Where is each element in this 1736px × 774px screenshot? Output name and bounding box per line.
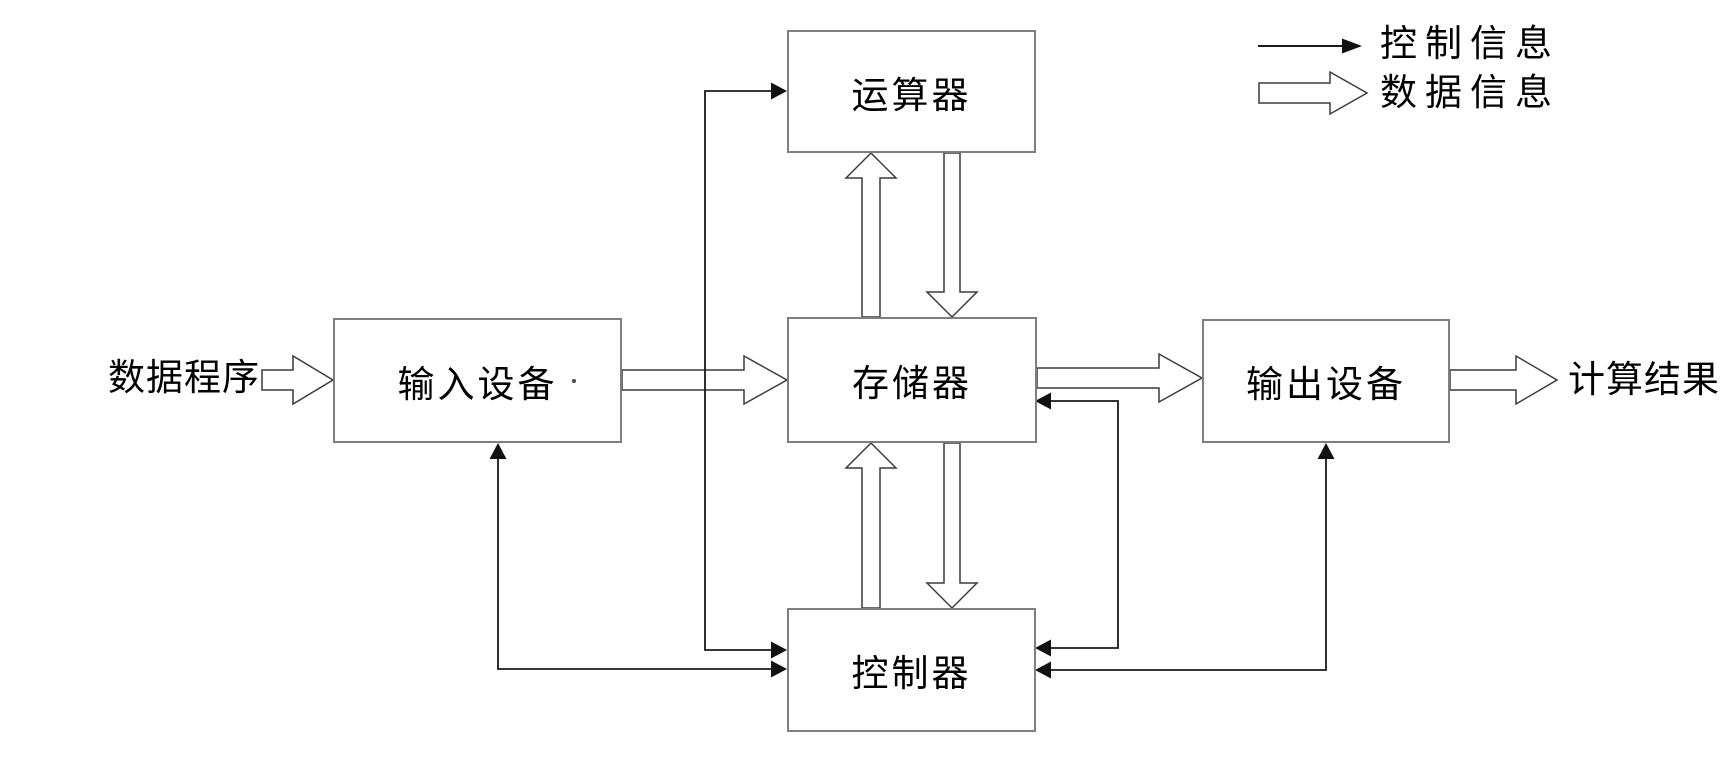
node-alu-label: 运算器 (851, 73, 972, 117)
data-arrow-memory-to-alu (844, 151, 898, 318)
control-line (704, 90, 771, 651)
data-arrow-alu-to-memory (925, 152, 979, 319)
control-arrowhead (771, 82, 787, 100)
control-line (1051, 400, 1119, 649)
node-memory-label: 存储器 (852, 362, 972, 405)
node-controller: 控制器 (787, 608, 1036, 732)
node-controller-label: 控制器 (851, 652, 972, 695)
control-arrowhead (1035, 639, 1051, 657)
stray-dot-artifact (572, 379, 576, 383)
legend-control-label: 控制信息 (1380, 22, 1560, 65)
control-arrowhead (771, 641, 787, 659)
control-arrowhead (1035, 661, 1051, 679)
data-arrow-output-to-result (1449, 354, 1559, 406)
control-line (1051, 459, 1327, 671)
legend-data-label: 数据信息 (1380, 71, 1560, 114)
control-arrowhead (1317, 443, 1335, 459)
data-arrow-controller-to-memory (844, 441, 898, 609)
data-arrow-program-to-input (261, 354, 335, 406)
result-label: 计算结果 (1568, 358, 1720, 401)
node-input-device: 输入设备 (333, 318, 622, 443)
thin-arrow-icon (1258, 38, 1362, 54)
control-line (497, 459, 771, 670)
control-arrowhead (489, 443, 507, 459)
hollow-arrow-icon (1258, 70, 1369, 116)
node-memory: 存储器 (787, 317, 1037, 443)
control-arrowhead (1035, 392, 1051, 410)
data-arrow-memory-to-controller (925, 442, 979, 610)
node-output-device: 输出设备 (1202, 319, 1450, 443)
data-arrow-memory-to-output (1036, 352, 1204, 404)
control-link-controller-alu (704, 82, 787, 659)
control-link-controller-memory (1035, 392, 1119, 657)
node-alu: 运算器 (787, 30, 1036, 153)
control-link-controller-input (489, 443, 787, 678)
node-output-device-label: 输出设备 (1246, 363, 1406, 406)
control-link-controller-output (1035, 443, 1335, 679)
source-label: 数据程序 (108, 356, 260, 399)
control-arrowhead (771, 660, 787, 678)
node-input-device-label: 输入设备 (397, 362, 558, 406)
